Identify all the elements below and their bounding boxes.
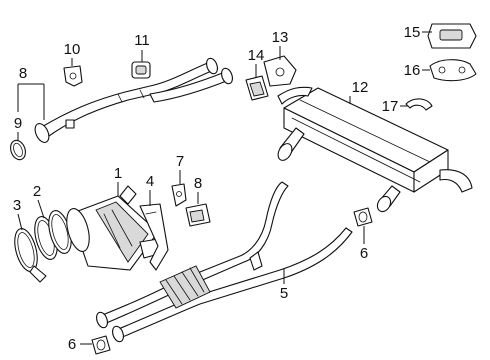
callout-2: 2 (33, 183, 41, 200)
bracket-plate-17 (429, 59, 477, 82)
clamp-ring-10 (10, 139, 26, 161)
callout-15: 14 (248, 47, 265, 64)
leader-lines (17, 31, 432, 345)
callout-10: 9 (14, 115, 22, 132)
callout-3: 3 (13, 197, 21, 214)
clip-18 (405, 98, 433, 111)
callout-labels: 8 9 10 11 13 14 12 15 16 17 1 4 2 3 7 8 … (13, 24, 421, 353)
heat-shield-bracket-4 (139, 203, 169, 271)
callout-4: 4 (146, 173, 154, 190)
callout-11: 10 (64, 41, 81, 58)
rubber-hanger-15 (245, 75, 269, 101)
clamp-3 (14, 228, 47, 283)
callout-18: 17 (382, 98, 399, 115)
center-pipe (96, 181, 353, 343)
callout-16: 15 (404, 24, 421, 41)
callout-17: 16 (404, 62, 421, 79)
hanger-bracket-11 (63, 65, 83, 87)
rear-muffler (277, 86, 473, 213)
intermediate-pipe-front (34, 57, 233, 143)
callout-7: 7 (176, 153, 184, 170)
callout-1: 1 (114, 165, 122, 182)
rubber-mount-8 (185, 203, 211, 227)
callout-6-lower: 6 (68, 336, 76, 353)
bracket-7 (171, 183, 187, 207)
clamp-6-upper (353, 207, 373, 227)
callout-8: 8 (194, 175, 202, 192)
callout-6-upper: 6 (360, 245, 368, 262)
callout-5: 5 (280, 285, 288, 302)
actuator-16 (427, 23, 477, 49)
mounting-bracket-14 (263, 55, 297, 87)
clamp-6-lower (91, 335, 111, 355)
callout-14: 13 (272, 29, 289, 46)
callout-9: 8 (19, 65, 27, 82)
callout-13: 12 (352, 79, 369, 96)
rubber-mount-12 (131, 61, 151, 79)
callout-12: 11 (134, 32, 150, 49)
